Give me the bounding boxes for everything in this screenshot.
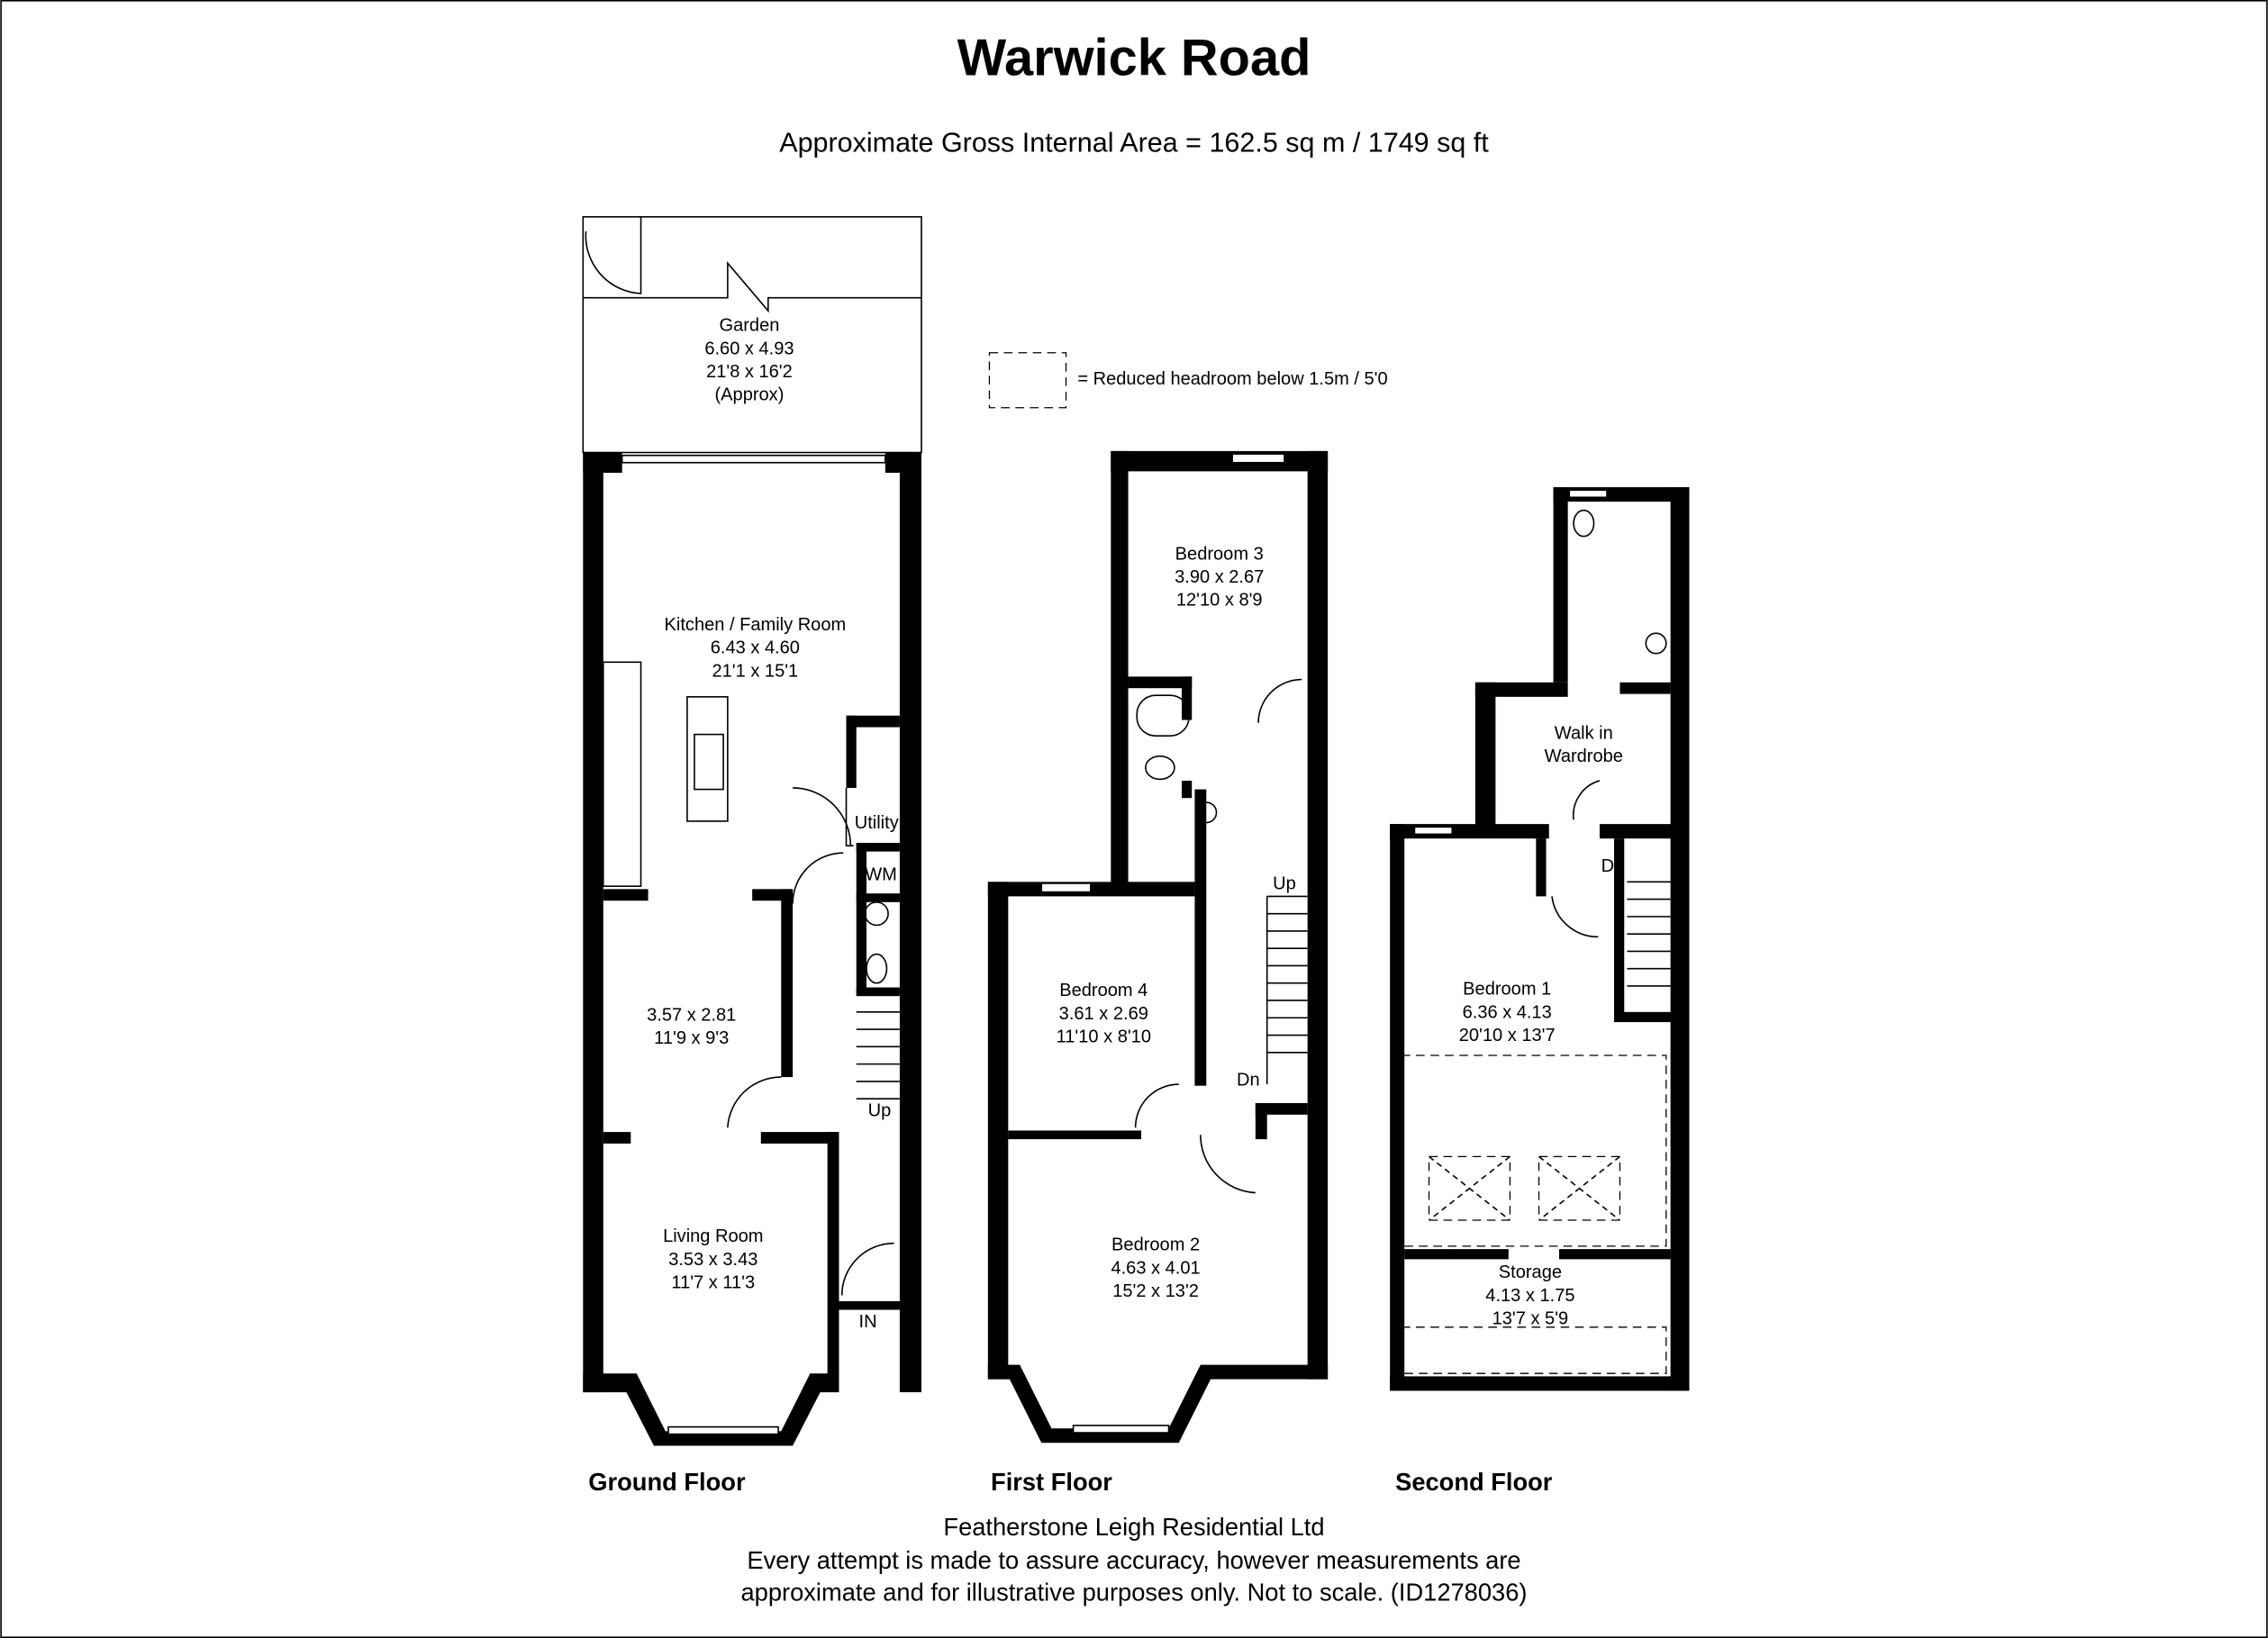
room-name: Storage (1499, 1262, 1562, 1282)
stairs-label: Up (868, 1100, 892, 1120)
room-name: WM (865, 865, 897, 885)
room-metric: 4.13 x 1.75 (1485, 1286, 1574, 1306)
room-name: Utility (855, 813, 899, 833)
legend-label: = Reduced headroom below 1.5m / 5'0 (1077, 369, 1387, 389)
wardrobe-door (1572, 780, 1601, 820)
basin-icon (864, 901, 889, 927)
entrance-label: IN (859, 1312, 877, 1332)
room-metric: 4.63 x 4.01 (1111, 1258, 1200, 1278)
room-name: Bedroom 1 (1463, 980, 1551, 1000)
room-name: Bedroom 3 (1175, 544, 1264, 564)
room-name: Living Room (663, 1226, 763, 1246)
toilet-icon (1145, 755, 1175, 781)
room-imperial: 15'2 x 13'2 (1112, 1281, 1199, 1301)
garden-gate (585, 216, 642, 294)
sink-icon (694, 733, 724, 791)
floor-label: First Floor (991, 1468, 1112, 1496)
reduced-headroom-area (1401, 1054, 1667, 1247)
toilet-icon (1573, 509, 1595, 538)
kitchen-worktop (602, 661, 642, 887)
room-name: Garden (720, 316, 780, 336)
stairs-label: Dn (1601, 856, 1625, 876)
stairs-label: Dn (1237, 1071, 1260, 1090)
room-metric: 3.90 x 2.67 (1175, 567, 1264, 587)
floor-label: Second Floor (1395, 1468, 1553, 1496)
room-metric: 3.53 x 3.43 (668, 1250, 758, 1270)
disclaimer-line: Every attempt is made to assure accuracy… (747, 1546, 1520, 1574)
gross-area: Approximate Gross Internal Area = 162.5 … (779, 128, 1489, 158)
room-metric: 6.36 x 4.13 (1463, 1002, 1552, 1022)
second-stairs (1627, 881, 1671, 987)
room-name: Bedroom 2 (1111, 1235, 1200, 1255)
room-metric: 6.60 x 4.93 (704, 339, 794, 358)
ground-stairs (856, 1011, 900, 1100)
skylight-icon (1538, 1155, 1621, 1221)
bedroom3-door (1257, 678, 1302, 723)
room-metric: 3.61 x 2.69 (1059, 1004, 1148, 1024)
company-name: Featherstone Leigh Residential Ltd (943, 1513, 1324, 1541)
skylight-icon (1428, 1155, 1511, 1221)
room-metric: 6.43 x 4.60 (711, 638, 800, 658)
front-door (840, 1242, 894, 1296)
sliding-doors (621, 454, 886, 464)
room-name: Kitchen / Family Room (665, 615, 847, 635)
stairs-label: Up (1273, 873, 1296, 893)
room-name: Wardrobe (1545, 747, 1623, 766)
room-imperial: 11'10 x 8'10 (1057, 1027, 1151, 1047)
room-imperial: 11'7 x 11'3 (671, 1272, 755, 1292)
room-imperial: 20'10 x 13'7 (1459, 1026, 1556, 1045)
reduced-headroom-area (1401, 1326, 1667, 1374)
room-name: Bedroom 4 (1059, 981, 1148, 1000)
bath-icon (1136, 694, 1190, 737)
ground-floor: Garden 6.60 x 4.93 21'8 x 16'2 (Approx) … (582, 216, 922, 1496)
bedroom4-door (1134, 1083, 1179, 1128)
garden-fence (583, 261, 921, 313)
second-floor: Walk in Wardrobe Bedroom 1 6.36 x 4.13 2… (1390, 487, 1690, 1496)
toilet-icon (866, 953, 888, 984)
basin-icon (1645, 632, 1667, 655)
first-stairs (1266, 895, 1308, 1085)
legend: = Reduced headroom below 1.5m / 5'0 (988, 352, 1388, 409)
room-imperial: 21'1 x 15'1 (712, 661, 799, 681)
bedroom2-door (1200, 1135, 1256, 1194)
garden-outline (582, 216, 922, 454)
room-imperial: 12'10 x 8'9 (1176, 591, 1263, 611)
floor-label: Ground Floor (588, 1468, 746, 1496)
disclaimer-line: approximate and for illustrative purpose… (741, 1578, 1528, 1606)
room-metric: 3.57 x 2.81 (647, 1005, 736, 1025)
first-floor: Bedroom 3 3.90 x 2.67 12'10 x 8'9 Bedroo… (987, 450, 1329, 1496)
wc-door (792, 852, 844, 904)
utility-door (793, 787, 854, 847)
room-name: Walk in (1555, 723, 1613, 743)
room-note: (Approx) (715, 385, 785, 405)
kitchen-island (686, 696, 729, 822)
bedroom1-door (1551, 896, 1599, 938)
page-title: Warwick Road (957, 29, 1311, 86)
reduced-headroom-swatch (988, 352, 1067, 409)
room-imperial: 13'7 x 5'9 (1492, 1309, 1569, 1329)
living-door (727, 1076, 782, 1128)
basin-icon (1195, 801, 1218, 824)
room-imperial: 21'8 x 16'2 (706, 362, 793, 382)
room-imperial: 11'9 x 9'3 (654, 1028, 729, 1048)
